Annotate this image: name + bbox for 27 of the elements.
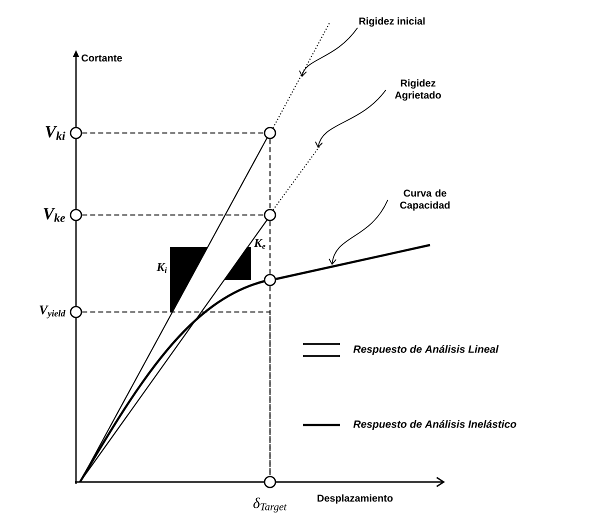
guide-line (82, 214, 264, 216)
capacity-curve (276, 244, 430, 280)
initial-stiffness-extension (272, 22, 330, 128)
cracked-stiffness-extension (272, 142, 322, 210)
stiffness-label: K$_{i}$ (156, 263, 167, 273)
point-marker (264, 476, 276, 488)
leader-line (299, 27, 358, 77)
callout-text: Rigidez Agrietado (394, 79, 441, 101)
guide-line (269, 221, 271, 274)
guide-line (82, 132, 264, 134)
point-marker (70, 126, 82, 140)
guide-line (269, 286, 271, 476)
callout-text: Curva de Capacidad (400, 189, 450, 211)
stiffness-label: K$_{e}$ (254, 239, 266, 249)
axis-title: Desplazamiento (318, 494, 393, 504)
axis-title: Cortante (82, 54, 122, 62)
point-marker (70, 208, 82, 222)
point-marker (264, 274, 276, 286)
legend-text: Respuesto de Análisis Inelástico (353, 420, 516, 430)
legend-text: Respuesto de Análisis Lineal (353, 345, 499, 355)
callout-text: Rigidez inicial (359, 17, 425, 27)
point-marker (70, 306, 82, 318)
leader-line (314, 90, 386, 148)
guide-line (269, 139, 271, 209)
leader-line (328, 200, 388, 265)
point-marker (264, 208, 276, 222)
point-marker (264, 126, 276, 140)
